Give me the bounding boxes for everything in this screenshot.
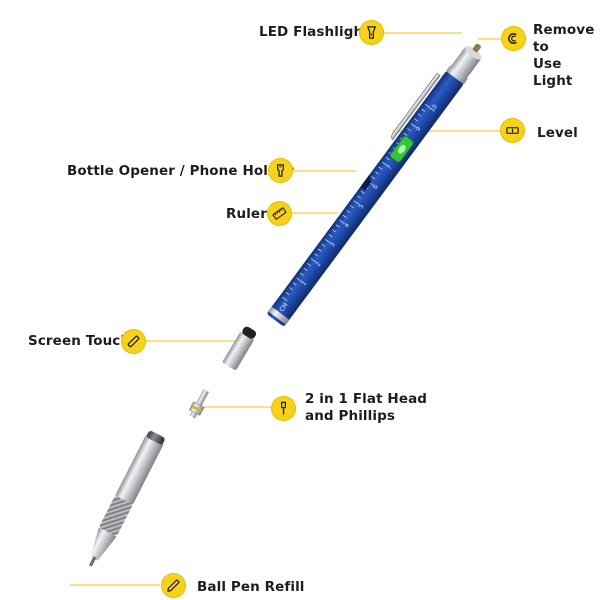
ruler-mark-7: 7 <box>386 164 394 171</box>
label-ruler: Ruler <box>226 206 267 222</box>
screwdriver-icon <box>281 401 286 415</box>
stylus-section <box>222 326 257 370</box>
pen-clip <box>391 72 441 141</box>
ruler-mark-10: 10 <box>429 103 439 113</box>
label-remove-to-use-light: Remove to Use Light <box>533 22 600 90</box>
label-ball-pen-refill: Ball Pen Refill <box>197 579 305 595</box>
label-led-flashlight: LED Flashlight <box>259 24 370 40</box>
badge-led <box>359 20 384 45</box>
led-cap-dome <box>464 45 482 60</box>
label-level: Level <box>537 125 578 141</box>
ruler-mark-4: 4 <box>343 222 351 229</box>
label-screwdriver-line2: and Phillips <box>305 408 395 424</box>
stylus-icon <box>127 335 140 348</box>
ruler-icon <box>272 207 287 220</box>
label-2in1-flat-head-phillips: 2 in 1 Flat Head and Phillips <box>305 391 445 425</box>
knurled-grip <box>99 496 132 536</box>
label-screwdriver-line1: 2 in 1 Flat Head <box>305 391 428 407</box>
pen-bottom-band <box>268 307 290 325</box>
ruler-ticks <box>282 103 431 302</box>
label-remove-line2: Use Light <box>533 56 573 89</box>
lower-tube <box>115 434 164 505</box>
ruler-mark-9: 9 <box>415 125 423 132</box>
ruler-mark-5: 5 <box>357 203 365 210</box>
refill-tip <box>88 556 97 567</box>
pen-top-band <box>446 65 468 85</box>
badge-screen <box>121 329 146 354</box>
badge-ruler <box>267 201 292 226</box>
bottle-opener-notch <box>360 174 372 191</box>
flashlight-icon <box>367 26 376 39</box>
level-bubble <box>398 144 406 154</box>
badge-screwdriver <box>271 396 296 421</box>
label-remove-line1: Remove to <box>533 22 595 55</box>
level-icon <box>506 127 519 134</box>
badge-bottle <box>268 158 293 183</box>
badge-remove <box>501 26 526 51</box>
badge-level <box>500 118 525 143</box>
label-screen-touch: Screen Touch <box>28 333 131 349</box>
ruler-mark-6: 6 <box>372 183 380 190</box>
lower-tube-top <box>146 431 165 445</box>
pen-cone <box>90 527 117 561</box>
pen-icon <box>167 579 180 592</box>
bottle-opener-icon <box>277 164 284 177</box>
ruler-mark-1: 1 <box>300 280 308 287</box>
badge-refill <box>161 573 186 598</box>
label-bottle-opener-phone-holder: Bottle Opener / Phone Holder <box>67 163 294 179</box>
ruler-unit: CM <box>279 302 290 314</box>
pen-barrel <box>267 71 464 326</box>
ruler-mark-2: 2 <box>315 261 323 268</box>
pen-lower-body <box>88 431 165 567</box>
led-tip <box>472 43 481 53</box>
pen-upper-body: CM 1 2 3 4 5 6 7 8 9 10 <box>267 43 482 326</box>
ruler-mark-3: 3 <box>329 241 337 248</box>
screwdriver-bit <box>188 389 209 419</box>
cap-remove-icon <box>508 33 517 44</box>
